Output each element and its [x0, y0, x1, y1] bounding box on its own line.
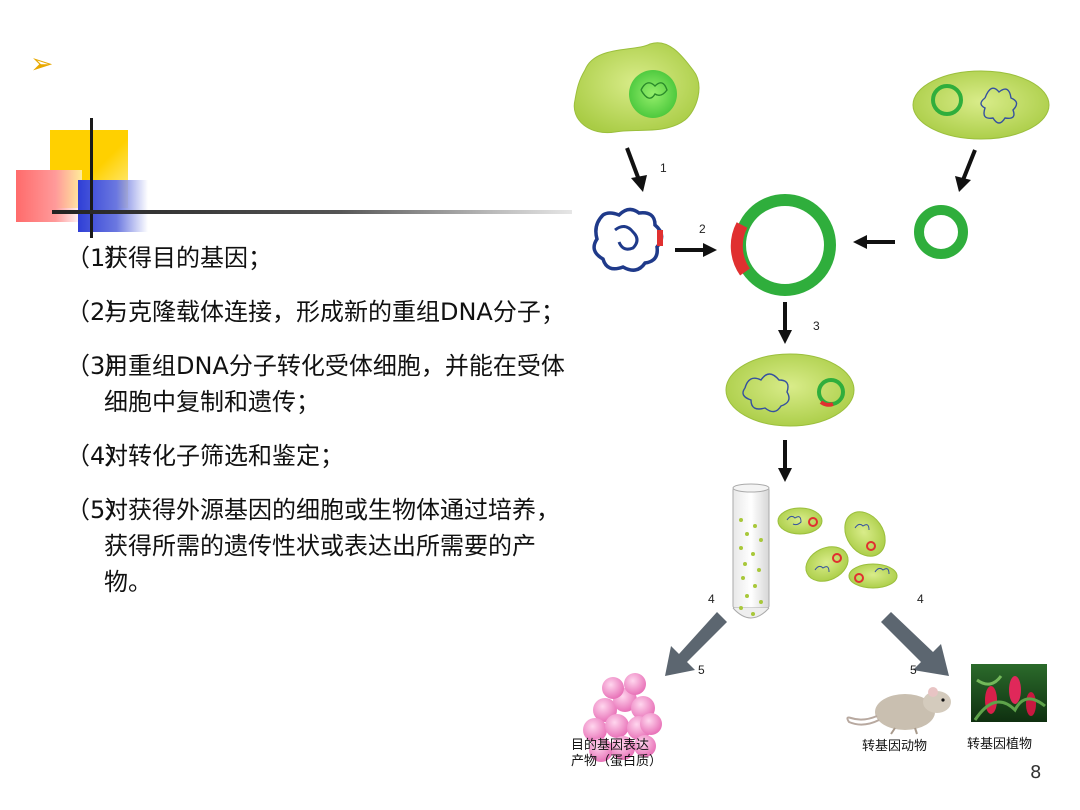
step-number: （4） — [66, 442, 130, 470]
bacteria-cluster — [777, 507, 898, 589]
step-item-1: （1） 获得目的基因； — [66, 240, 566, 276]
test-tube — [732, 483, 770, 619]
transformed-bacterium — [725, 353, 855, 427]
step-label-3: 3 — [813, 319, 820, 333]
transgenic-plant-icon — [971, 664, 1047, 722]
protein-product — [583, 673, 662, 762]
decor-horizontal-line — [52, 210, 572, 214]
steps-list: （1） 获得目的基因； （2） 与克隆载体连接，形成新的重组DNA分子； （3）… — [66, 240, 566, 618]
arrow-vector-left — [853, 235, 895, 249]
step-item-5: （5） 对获得外源基因的细胞或生物体通过培养，获得所需的遗传性状或表达出所需要的… — [66, 492, 566, 600]
step-label-5-right: 5 — [910, 663, 917, 677]
step-text: 获得目的基因； — [104, 244, 272, 272]
step-text: 对转化子筛选和鉴定； — [104, 442, 344, 470]
step-label-5-left: 5 — [698, 663, 705, 677]
step-item-3: （3） 用重组DNA分子转化受体细胞，并能在受体细胞中复制和遗传； — [66, 348, 566, 420]
step-label-1: 1 — [660, 161, 667, 175]
recombinant-plasmid — [730, 194, 836, 296]
step-label-2: 2 — [699, 222, 706, 236]
arrow-step-3 — [778, 302, 792, 344]
arrow-plasmid-down — [955, 149, 977, 192]
decor-vertical-line — [90, 118, 93, 238]
protein-caption-line1: 目的基因表达 — [571, 738, 650, 753]
protein-caption-line2: 产物（蛋白质） — [571, 754, 663, 769]
step-text: 与克隆载体连接，形成新的重组DNA分子； — [104, 298, 565, 326]
step-number: （2） — [66, 298, 130, 326]
protein-caption: 目的基因表达 产物（蛋白质） — [571, 738, 662, 770]
decor-red-square — [16, 170, 82, 222]
vector-plasmid — [914, 205, 968, 259]
donor-dna — [592, 207, 664, 272]
step-item-2: （2） 与克隆载体连接，形成新的重组DNA分子； — [66, 294, 566, 330]
step-item-4: （4） 对转化子筛选和鉴定； — [66, 438, 566, 474]
bullet-arrow-icon: ➢ — [30, 47, 54, 80]
page-number: 8 — [1030, 762, 1042, 783]
step-text: 用重组DNA分子转化受体细胞，并能在受体细胞中复制和遗传； — [104, 352, 565, 416]
step-number: （3） — [66, 352, 130, 380]
animal-caption: 转基因动物 — [862, 739, 928, 754]
step-number: （5） — [66, 496, 130, 524]
step-label-4-right: 4 — [917, 592, 924, 606]
arrow-step-1 — [625, 147, 647, 192]
gene-cloning-diagram: 1 2 — [565, 40, 1055, 770]
donor-cell — [573, 42, 700, 134]
decor-blue-square — [78, 180, 148, 232]
arrow-to-culture — [778, 440, 792, 482]
bacterium-top — [912, 70, 1050, 140]
step-text: 对获得外源基因的细胞或生物体通过培养，获得所需的遗传性状或表达出所需要的产物。 — [104, 496, 560, 596]
plant-caption: 转基因植物 — [967, 737, 1033, 752]
arrow-step-2 — [675, 243, 717, 257]
step-number: （1） — [66, 244, 130, 272]
transgenic-mouse-icon — [846, 687, 951, 735]
arrow-to-protein — [665, 612, 727, 676]
diagram-svg: 1 2 — [573, 42, 1050, 762]
step-label-4-left: 4 — [708, 592, 715, 606]
arrow-to-organisms — [881, 612, 949, 676]
